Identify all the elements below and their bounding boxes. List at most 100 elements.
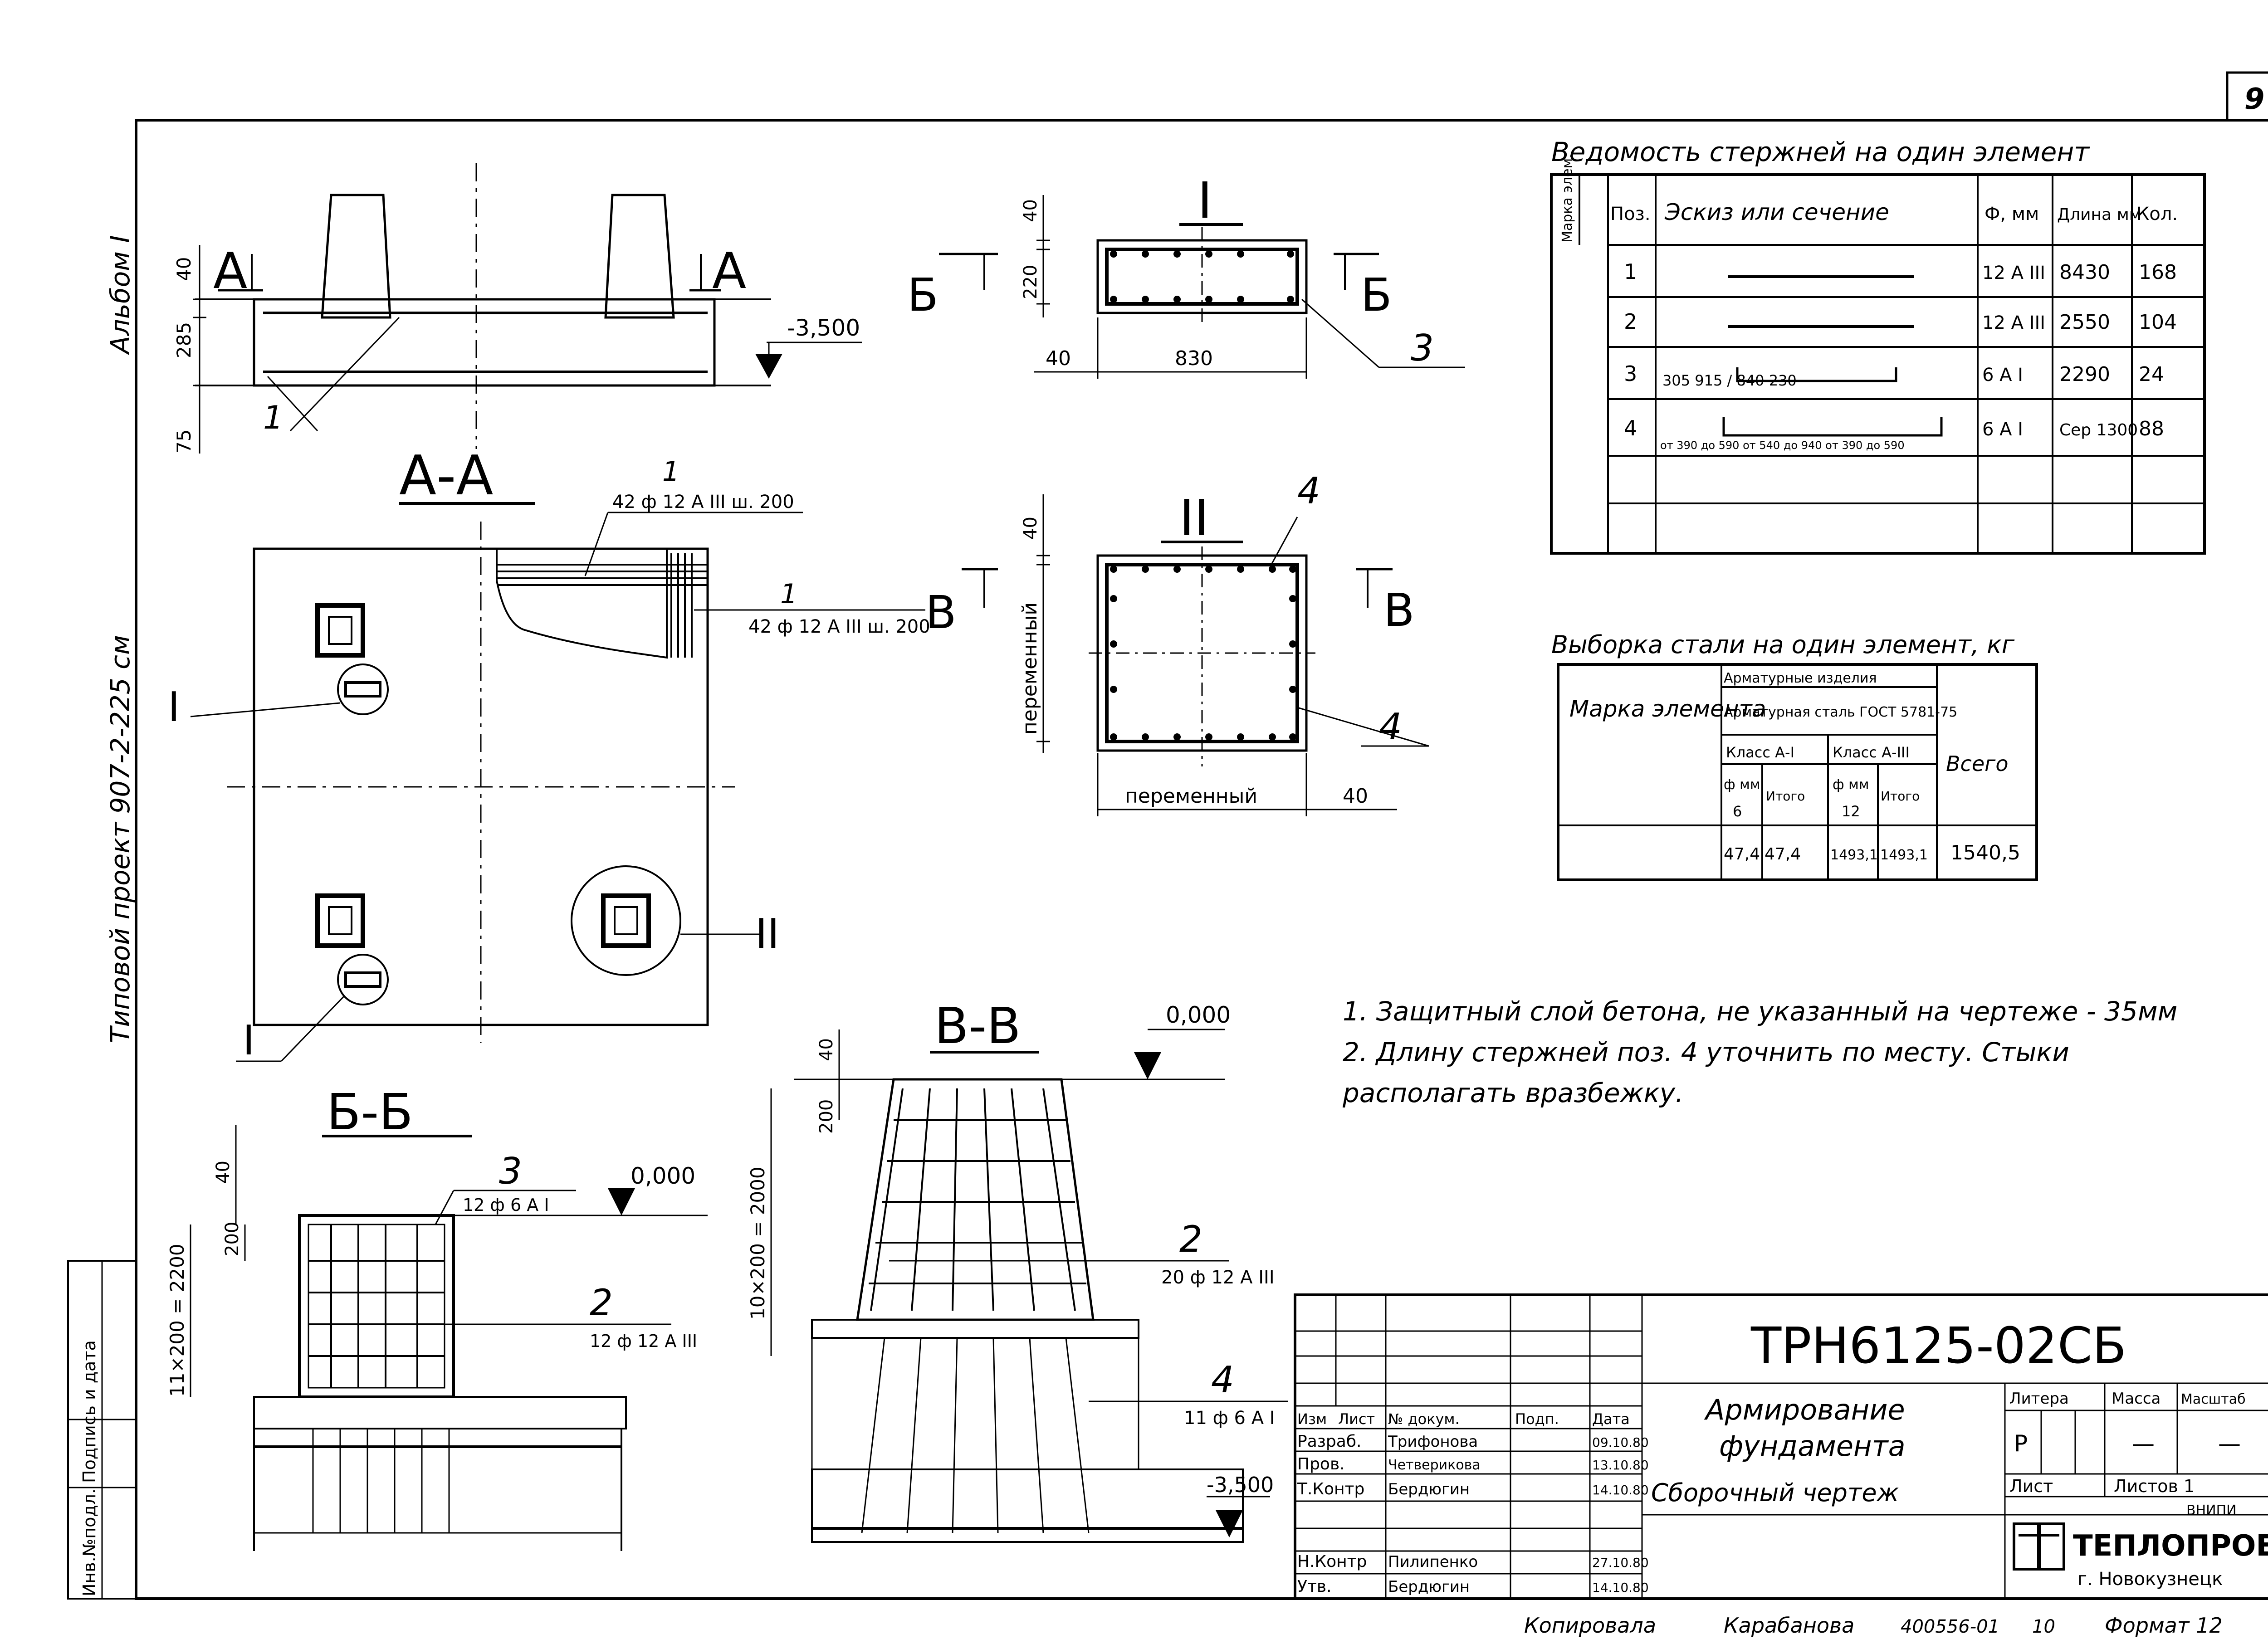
steel-sample-title: Выборка стали на один элемент, кг [1551, 630, 2015, 659]
steel-h-fmm-1: ф мм [1724, 777, 1760, 793]
elev-dim-285: 285 [173, 322, 195, 358]
title-block: Изм Лист № докум. Подп. Дата Разраб. Три… [1294, 1293, 2268, 1600]
bar-row3-sketch: 305 915 / 840 230 [1662, 372, 1797, 389]
plan-callout-right-num: 1 [780, 578, 797, 610]
steel-h-steel: Арматурная сталь ГОСТ 5781-75 [1724, 704, 1957, 720]
steel-h-d1: 6 [1733, 803, 1742, 820]
table-row: 4 от 390 до 590 от 540 до 940 от 390 до … [1624, 416, 2164, 452]
bar-row1-pos: 1 [1624, 259, 1637, 284]
tb-name-4: Пилипенко [1388, 1553, 1478, 1571]
node-ii-view: II В В 40 переменный переменный 40 [925, 470, 1429, 816]
elev-cut-a-right: А [712, 242, 746, 300]
steel-h-class3: Класс А-III [1833, 744, 1910, 761]
tb-org-top: ВНИПИ [2186, 1503, 2237, 1518]
tb-role-4: Н.Контр [1297, 1552, 1367, 1571]
node-i-dim-220: 220 [1020, 265, 1041, 299]
section-bb-callout-2: 2 [590, 1282, 613, 1324]
node-ii-dim-40h: 40 [1343, 785, 1368, 808]
tb-name-1: Трифонова [1388, 1433, 1478, 1451]
bar-h-mark: Марка элем. [1559, 154, 1575, 243]
section-bb-dim-total: 11×200 = 2200 [166, 1244, 188, 1397]
steel-h-d2: 12 [1842, 803, 1860, 820]
tb-date-4: 27.10.80 [1592, 1555, 1649, 1570]
page-number-box [2226, 71, 2268, 122]
node-i-title: I [1198, 171, 1212, 229]
elev-cut-a-left: А [213, 242, 247, 300]
bar-schedule-table: Ведомость стержней на один элемент Марка… [1550, 137, 2206, 555]
steel-h-all: Всего [1946, 751, 2008, 776]
elevation-view: 40 285 75 А А -3,500 1 [173, 163, 862, 454]
steel-v1: 47,4 [1724, 845, 1760, 863]
tb-h-doc: № докум. [1388, 1410, 1460, 1428]
tb-name-5: Бердюгин [1388, 1578, 1470, 1596]
elev-dim-75: 75 [173, 429, 195, 454]
section-vv-level-bottom: -3,500 [1207, 1473, 1274, 1497]
section-bb-callout-2-text: 12 ф 12 А III [590, 1331, 697, 1351]
section-vv-title: В-В [934, 997, 1021, 1055]
footer-copied: Копировала [1524, 1613, 1656, 1638]
section-vv-dim-40: 40 [816, 1038, 837, 1061]
footer-order: 400556-01 [1901, 1616, 1999, 1637]
table-row: 2 12 А III 2550 104 [1624, 309, 2177, 334]
node-ii-dim-var-v: переменный [1018, 602, 1041, 735]
tb-sheets-h: Листов 1 [2114, 1476, 2195, 1496]
page-number: 9 [2244, 83, 2265, 116]
plan-callout-top-num: 1 [662, 456, 679, 488]
section-vv-callout-2-text: 20 ф 12 А III [1161, 1267, 1275, 1288]
bar-row2-pos: 2 [1624, 309, 1637, 334]
section-vv-level-top: 0,000 [1166, 1002, 1231, 1028]
tb-mass-h: Масса [2112, 1390, 2160, 1408]
elev-callout-1: 1 [263, 399, 284, 436]
plan-node-i-top: I [168, 683, 180, 731]
bar-row3-len: 2290 [2059, 363, 2110, 386]
footer-format: Формат 12 [2105, 1613, 2223, 1638]
section-bb-level: 0,000 [631, 1163, 695, 1189]
tb-date-5: 14.10.80 [1592, 1580, 1649, 1595]
tb-name-line-2: фундамента [1719, 1429, 1906, 1463]
node-ii-callout-4b: 4 [1379, 706, 1402, 748]
steel-sample-table: Выборка стали на один элемент, кг Марка … [1551, 630, 2038, 881]
node-ii-cut-left: В [925, 586, 957, 639]
bar-h-len: Длина мм [2057, 205, 2141, 224]
plan-callout-right-text: 42 ф 12 А III ш. 200 [748, 616, 930, 637]
table-row: 1 12 А III 8430 168 [1624, 259, 2177, 284]
tb-code: ТРН6125-02СБ [1750, 1317, 2126, 1375]
section-bb-callout-3-text: 12 ф 6 А I [463, 1195, 549, 1215]
steel-v2: 47,4 [1765, 845, 1801, 863]
bar-h-pos: Поз. [1610, 204, 1651, 224]
node-ii-dim-var-h: переменный [1125, 785, 1257, 808]
node-ii-callout-4a: 4 [1297, 470, 1320, 512]
bar-row4-dia: 6 А I [1982, 419, 2023, 440]
bar-row4-sketch: от 390 до 590 от 540 до 940 от 390 до 59… [1660, 439, 1905, 452]
node-i-dim-40v: 40 [1020, 199, 1041, 222]
steel-v5: 1540,5 [1950, 841, 2020, 864]
section-bb-dim-40: 40 [213, 1161, 234, 1184]
steel-h-class1: Класс А-I [1726, 744, 1794, 761]
tb-h-sign: Подп. [1515, 1410, 1559, 1428]
tb-h-list: Лист [1338, 1410, 1375, 1428]
tb-mass: — [2132, 1430, 2155, 1457]
teploproekt-logo-icon [2013, 1522, 2065, 1571]
section-bb-view: Б-Б 0,000 3 12 ф 6 А I 2 12 ф 1 [166, 1083, 708, 1551]
section-vv-callout-4-text: 11 ф 6 А I [1184, 1408, 1275, 1429]
tb-doc-type: Сборочный чертеж [1651, 1478, 1899, 1507]
plan-node-ii: II [755, 910, 779, 958]
node-i-dim-40h: 40 [1046, 347, 1071, 370]
tb-scale-h: Масштаб [2181, 1391, 2246, 1407]
bar-row4-pos: 4 [1624, 416, 1637, 440]
steel-h-mark: Марка элемента [1569, 696, 1766, 722]
bar-row4-len: Сер 1300 [2059, 421, 2138, 439]
bar-row2-qty: 104 [2139, 311, 2177, 334]
node-ii-cut-right: В [1383, 584, 1415, 637]
section-aa-view: А-А I I II [168, 444, 930, 1064]
bar-row1-qty: 168 [2139, 261, 2177, 284]
elev-level: -3,500 [787, 315, 860, 341]
sheet-frame [135, 119, 2268, 1600]
node-i-cut-left: Б [907, 268, 938, 322]
side-stamp-inv: Инв.№подл. [79, 1488, 99, 1596]
section-vv-callout-4: 4 [1211, 1359, 1234, 1401]
steel-h-total-1: Итого [1766, 789, 1805, 804]
bar-row3-dia: 6 А I [1982, 365, 2023, 385]
side-stamp: Инв.№подл. Подпись и дата [67, 1260, 137, 1600]
